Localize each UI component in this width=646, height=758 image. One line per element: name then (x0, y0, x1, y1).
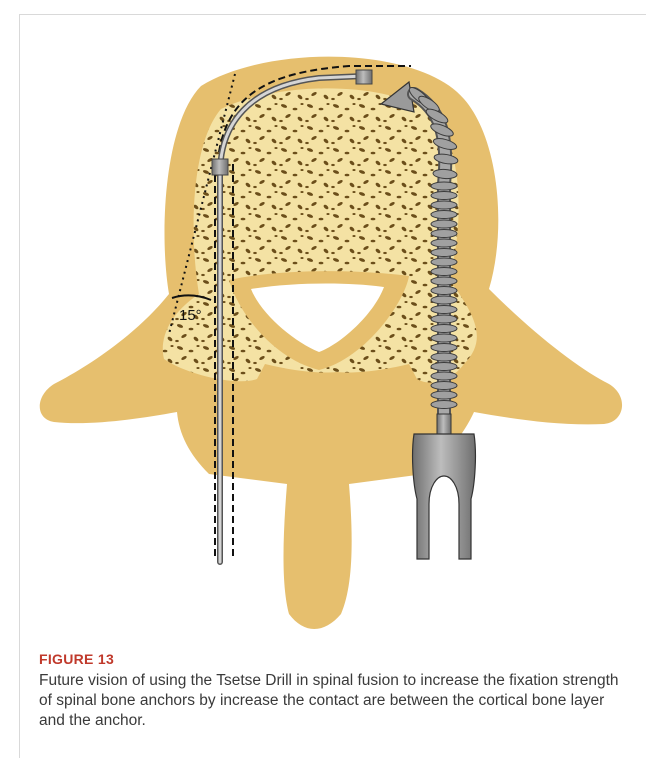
anchor-thread (431, 353, 457, 361)
caption-text: Future vision of using the Tsetse Drill … (39, 671, 629, 731)
anchor-thread (431, 372, 457, 380)
anchor-thread (431, 249, 457, 257)
anchor-thread (431, 277, 457, 285)
anchor-thread (431, 220, 457, 228)
anchor-thread (431, 201, 457, 209)
anchor-thread (431, 258, 457, 266)
vertebra-illustration: 15° (19, 14, 639, 644)
figure-label: FIGURE 13 (39, 651, 629, 667)
anchor-thread (431, 401, 457, 409)
anchor-thread (431, 287, 457, 295)
anchor-thread (431, 230, 457, 238)
drill-tip-sleeve (356, 70, 372, 84)
anchor-thread (431, 363, 457, 371)
anchor-thread (431, 325, 457, 333)
anchor-thread (431, 391, 457, 399)
anchor-thread (431, 268, 457, 276)
anchor-thread (431, 334, 457, 342)
drill-guide-sleeve (212, 159, 228, 175)
anchor-thread (431, 306, 457, 314)
anchor-thread (431, 182, 457, 190)
anchor-thread (431, 296, 457, 304)
anchor-thread (431, 192, 457, 200)
anchor-thread (431, 211, 457, 219)
figure-caption: FIGURE 13 Future vision of using the Tse… (39, 651, 629, 731)
anchor-thread (431, 239, 457, 247)
anchor-handle (413, 414, 476, 559)
anchor-thread (431, 344, 457, 352)
anchor-thread (431, 382, 457, 390)
anchor-thread (431, 315, 457, 323)
angle-label: 15° (179, 307, 202, 324)
